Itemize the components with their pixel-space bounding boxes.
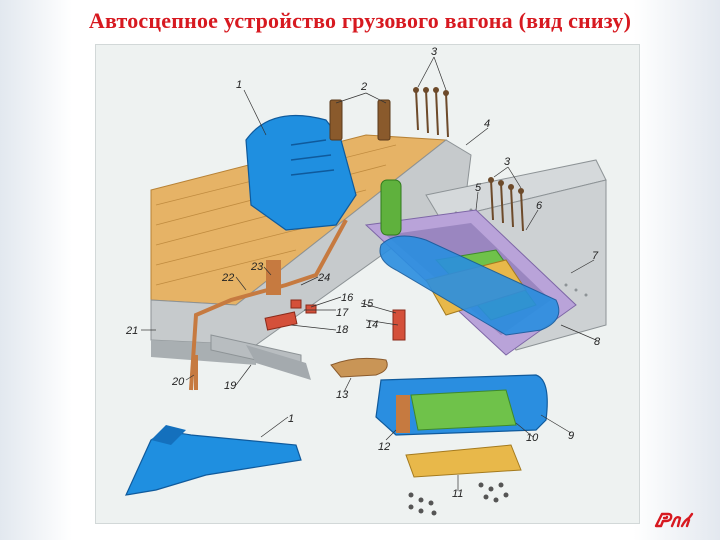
callout-21: 21 — [125, 325, 138, 337]
callout-16: 16 — [341, 292, 354, 304]
brackets — [329, 99, 391, 141]
callout-22: 22 — [221, 272, 234, 284]
callout-11: 11 — [452, 488, 463, 500]
callout-6: 6 — [536, 200, 543, 212]
callout-10: 10 — [526, 432, 539, 444]
bolt-set-middle — [490, 179, 524, 232]
support-bracket — [330, 357, 388, 378]
callout-17: 17 — [336, 307, 349, 319]
small-parts — [264, 299, 317, 331]
callout-19: 19 — [224, 380, 236, 392]
bolt-set-bottom — [408, 482, 509, 516]
callout-13: 13 — [336, 389, 349, 401]
callout-4: 4 — [484, 118, 490, 130]
callout-8: 8 — [594, 336, 601, 348]
coupler-body — [124, 432, 302, 496]
bottom-plate — [405, 444, 522, 478]
callout-14: 14 — [366, 319, 378, 331]
callout-9: 9 — [568, 430, 574, 442]
centering-cylinder — [380, 179, 402, 236]
slide-title: Автосцепное устройство грузового вагона … — [88, 8, 632, 33]
uncoupling-lever — [189, 219, 348, 391]
yoke-in-frame — [379, 235, 560, 336]
guide-post — [392, 309, 406, 341]
callout-23: 23 — [250, 261, 264, 273]
bolt-set-top — [415, 89, 449, 138]
callout-15: 15 — [361, 298, 374, 310]
draft-gear — [410, 389, 517, 431]
callout-5: 5 — [475, 182, 482, 194]
callout-24: 24 — [317, 272, 330, 284]
coupler-diagram: 1 2 3 3 4 5 6 7 8 9 10 11 12 13 14 15 16… — [95, 44, 640, 524]
callout-3-top: 3 — [431, 46, 438, 58]
rzd-logo-icon — [654, 512, 694, 528]
callout-2: 2 — [360, 81, 367, 93]
callout-12: 12 — [378, 441, 390, 453]
callout-7: 7 — [592, 250, 599, 262]
callout-18: 18 — [336, 324, 349, 336]
callout-1: 1 — [236, 79, 242, 91]
callout-1-bottom: 1 — [288, 413, 294, 425]
coupler-head — [245, 114, 357, 231]
callout-20: 20 — [171, 376, 185, 388]
callout-3-middle: 3 — [504, 156, 511, 168]
